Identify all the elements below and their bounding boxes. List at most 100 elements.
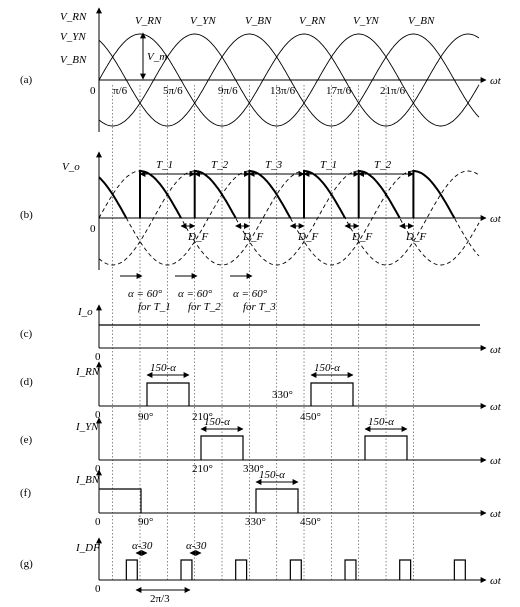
panel-f-tag: (f) xyxy=(20,487,31,499)
firing-angle-notes: α = 60° for T_1 α = 60° for T_2 α = 60° … xyxy=(120,273,276,313)
wave-label-vrn-2: V_RN xyxy=(299,15,326,27)
panel-e-origin: 0 xyxy=(95,463,101,475)
amplitude-label: V_m xyxy=(147,51,167,63)
panel-f: (f) 150-α ωt 0 I_BN 90° 330° 450° xyxy=(20,469,502,528)
panel-b: (b) ωt 0 V_o T_1 T_2 T_3 T_1 T_2 D_F D_F… xyxy=(20,151,502,313)
panel-g: (g) α-30 α-30 2π/3 ωt 0 I_DF xyxy=(20,537,502,605)
panel-b-tag: (b) xyxy=(20,209,33,221)
ibn-angle-450: 450° xyxy=(300,516,321,528)
ibn-width-label: 150-α xyxy=(259,469,285,481)
alpha-note-t2-line1: α = 60° xyxy=(178,288,213,300)
alpha-note-t2-line2: for T_2 xyxy=(188,301,221,313)
panel-f-origin: 0 xyxy=(95,516,101,528)
dotted-reference-lines xyxy=(112,85,414,582)
period-label-t1: T_1 xyxy=(156,159,173,171)
period-label-t2: T_2 xyxy=(211,159,229,171)
idf-period-label: 2π/3 xyxy=(150,593,170,605)
tick-9pi-6: 9π/6 xyxy=(218,85,238,97)
ibn-angle-90: 90° xyxy=(138,516,153,528)
panel-c-origin: 0 xyxy=(95,351,101,363)
tick-21pi-6: 21π/6 xyxy=(380,85,406,97)
wave-label-vbn-2: V_BN xyxy=(408,15,435,27)
df-label-2: D_F xyxy=(242,231,263,243)
wave-label-vyn-1: V_YN xyxy=(190,15,216,27)
idf-pulse-4 xyxy=(289,559,302,580)
df-label-1: D_F xyxy=(187,231,208,243)
vbn-wave xyxy=(98,33,480,127)
ibn-pulse-1 xyxy=(99,488,142,513)
vrn-wave xyxy=(98,33,480,127)
vyn-axis-label: V_YN xyxy=(60,31,86,43)
panel-e-tag: (e) xyxy=(20,434,33,446)
irn-angle-210: 210° xyxy=(192,411,213,423)
freewheel-current-pulses xyxy=(125,559,466,580)
idf-pulse-1 xyxy=(125,559,138,580)
diode-labels: D_F D_F D_F D_F D_F xyxy=(187,231,426,243)
alpha-note-t3-line1: α = 60° xyxy=(233,288,268,300)
irn-pulse-1 xyxy=(146,382,190,406)
df-label-5: D_F xyxy=(405,231,426,243)
df-label-4: D_F xyxy=(351,231,372,243)
dashed-sine-2 xyxy=(98,170,480,266)
vrn-axis-label: V_RN xyxy=(60,11,87,23)
alpha-note-t1-line1: α = 60° xyxy=(128,288,163,300)
idf-pulse-3 xyxy=(235,559,248,580)
panel-d-origin: 0 xyxy=(95,409,101,421)
panel-c-ylabel: I_o xyxy=(77,306,93,318)
tick-pi-6: π/6 xyxy=(113,85,128,97)
panel-d-axis-label: ωt xyxy=(490,401,502,413)
irn-pulse-2 xyxy=(310,382,354,406)
ibn-angle-330: 330° xyxy=(245,516,266,528)
idf-pulse-6 xyxy=(399,559,412,580)
panel-a-tag: (a) xyxy=(20,74,33,86)
tick-5pi-6: 5π/6 xyxy=(163,85,183,97)
panel-a-wave-labels: V_RN V_YN V_BN V_RN V_YN V_BN xyxy=(135,15,435,27)
panel-c-axis-label: ωt xyxy=(490,344,502,356)
panel-a: (a) ωt 0 V_RN V_YN V_BN V_RN V_YN V_BN V… xyxy=(20,7,502,132)
irn-width-label-2: 150-α xyxy=(314,362,340,374)
iyn-angle-210: 210° xyxy=(192,463,213,475)
panel-d-ylabel: I_RN xyxy=(75,366,100,378)
panel-a-axis-label: ωt xyxy=(490,75,502,87)
idf-pulse-2 xyxy=(180,559,193,580)
vyn-wave xyxy=(98,33,480,127)
panel-c-tag: (c) xyxy=(20,328,33,340)
wave-label-vbn-1: V_BN xyxy=(245,15,272,27)
panel-g-origin: 0 xyxy=(95,583,101,595)
panel-g-tag: (g) xyxy=(20,558,33,570)
tick-13pi-6: 13π/6 xyxy=(270,85,296,97)
panel-a-tick-labels: π/6 5π/6 9π/6 13π/6 17π/6 21π/6 xyxy=(113,85,406,97)
panel-e-ylabel: I_YN xyxy=(75,421,99,433)
panel-d-tag: (d) xyxy=(20,376,33,388)
panel-b-axis-label: ωt xyxy=(490,213,502,225)
iyn-angle-330: 330° xyxy=(243,463,264,475)
alpha-note-t3-line2: for T_3 xyxy=(243,301,276,313)
period-label-t2b: T_2 xyxy=(374,159,392,171)
irn-angle-450: 450° xyxy=(300,411,321,423)
output-voltage-wave xyxy=(98,170,456,219)
idf-width-label-2: α-30 xyxy=(186,540,207,552)
idf-width-label-1: α-30 xyxy=(132,540,153,552)
irn-angle-90: 90° xyxy=(138,411,153,423)
idf-pulse-7 xyxy=(453,559,466,580)
panel-e: (e) 150-α 150-α ωt 0 I_YN 210° 330° xyxy=(20,416,502,475)
tick-17pi-6: 17π/6 xyxy=(326,85,352,97)
period-label-t3: T_3 xyxy=(265,159,283,171)
panel-f-axis-label: ωt xyxy=(490,508,502,520)
alpha-note-t1-line2: for T_1 xyxy=(138,301,171,313)
period-label-t1b: T_1 xyxy=(320,159,337,171)
wave-label-vyn-2: V_YN xyxy=(353,15,379,27)
vbn-axis-label: V_BN xyxy=(60,54,87,66)
panel-f-ylabel: I_BN xyxy=(75,474,100,486)
panel-g-ylabel: I_DF xyxy=(75,542,100,554)
df-label-3: D_F xyxy=(297,231,318,243)
irn-width-label-1: 150-α xyxy=(150,362,176,374)
irn-angle-330: 330° xyxy=(272,389,293,401)
idf-pulse-5 xyxy=(344,559,357,580)
panel-a-origin: 0 xyxy=(90,85,96,97)
panel-b-ylabel: V_o xyxy=(62,161,80,173)
iyn-pulse-1 xyxy=(200,435,244,460)
panel-a-y-labels: V_RN V_YN V_BN xyxy=(60,11,87,66)
